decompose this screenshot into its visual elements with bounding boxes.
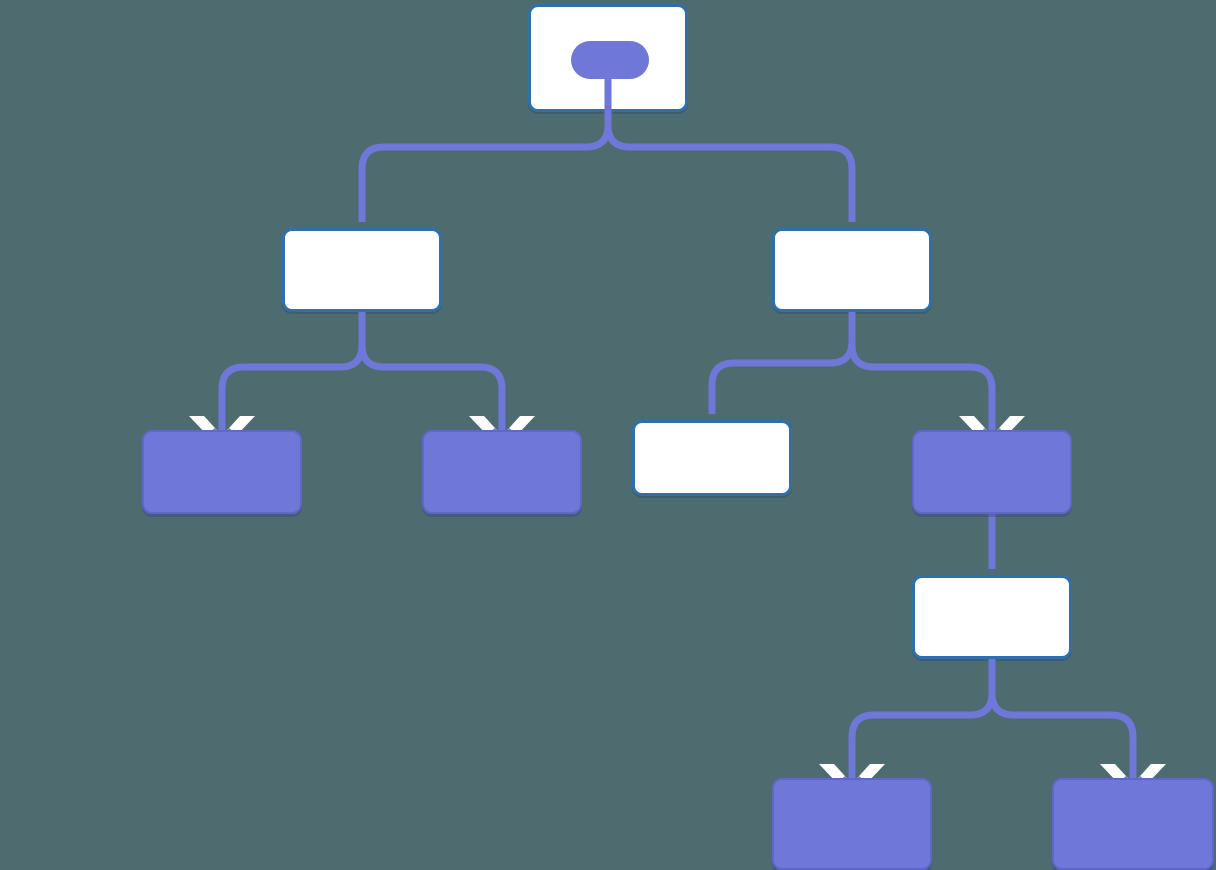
connector-e9 bbox=[988, 659, 1137, 794]
node-pill-badge bbox=[571, 41, 649, 79]
connector-e4 bbox=[358, 312, 506, 446]
diagram-node-n2[interactable] bbox=[282, 228, 442, 312]
diagram-node-n5[interactable] bbox=[422, 430, 582, 514]
diagram-node-n1[interactable] bbox=[528, 4, 688, 112]
diagram-node-n7[interactable] bbox=[912, 430, 1072, 514]
connector-e5 bbox=[708, 312, 856, 414]
connector-e8 bbox=[848, 659, 996, 794]
connector-e3 bbox=[218, 312, 366, 446]
diagram-node-n6[interactable] bbox=[632, 420, 792, 496]
diagram-node-n9[interactable] bbox=[772, 778, 932, 870]
diagram-node-n8[interactable] bbox=[912, 575, 1072, 659]
connector-e6 bbox=[848, 312, 996, 446]
diagram-node-n3[interactable] bbox=[772, 228, 932, 312]
diagram-node-n10[interactable] bbox=[1052, 778, 1214, 870]
diagram-node-n4[interactable] bbox=[142, 430, 302, 514]
